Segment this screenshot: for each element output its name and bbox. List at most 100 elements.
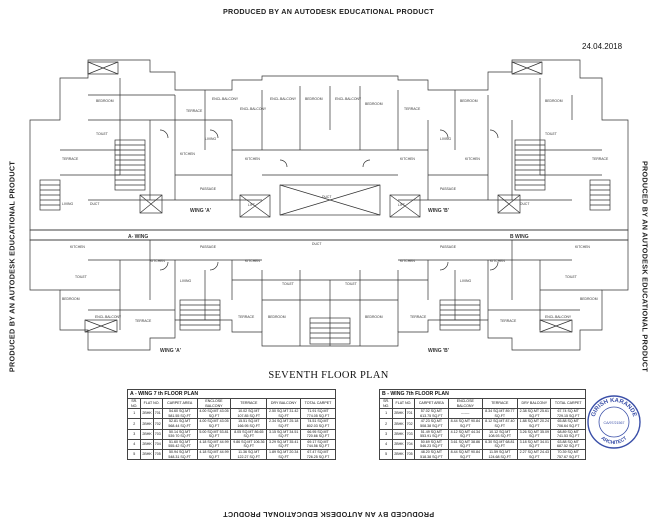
plan-label: PASSAGE [200,245,217,249]
table-cell: 66.95 SQ.MT 720.66 SQ.FT [300,428,336,440]
plan-label: KITCHEN [575,245,590,249]
area-table-a-wing: A - WING 7 th FLOOR PLAN SR. NO. FLAT NO… [126,389,336,461]
wing-b-label: B WING [510,234,529,240]
table-cell: 2BHK [140,428,154,440]
table-cell: 50.94 SQ.MT 548.31 SQ.FT [161,448,198,461]
table-cell: 3.26 SQ.MT 35.09 SQ.FT [517,428,552,440]
table-cell: 4.00 SQ.MT 43.05 SQ.FT [196,418,232,430]
plan-label: DUCT [90,202,99,206]
plan-label: TERRACE [135,319,152,323]
plan-label: ENCL.BALCONY [335,97,362,101]
seal-center-text: CA/97/21567 [604,421,625,425]
plan-label: LIVING [62,202,73,206]
staircase-far-right [589,179,611,211]
plan-label: ENCL.BALCONY [270,97,297,101]
table-b-title: B - WING 7th FLOOR PLAN [379,389,586,398]
plan-title: SEVENTH FLOOR PLAN [268,370,389,381]
table-cell: 1 [126,408,142,420]
table-cell: 701 [404,408,415,420]
wing-a-bottom-label: WING 'A' [160,348,181,354]
table-cell: 2.27 SQ.MT 24.43 SQ.FT [517,448,552,461]
plan-label: BEDROOM [268,315,286,319]
watermark-top: PRODUCED BY AN AUTODESK EDUCATIONAL PROD… [222,7,435,16]
table-cell: 10.02 SQ.MT 107.85 SQ.FT [230,408,268,420]
table-b-header-row: SR. NO. FLAT NO. CARPET AREA ENCLOSE BAL… [378,397,586,410]
table-cell: 51.60 SQ.MT 555.42 SQ.FT [161,438,198,450]
plan-label: TERRACE [62,157,79,161]
table-cell: 2.50 SQ.MT 31.42 SQ.FT [266,408,302,420]
plan-label: KITCHEN [180,152,195,156]
plan-label: KITCHEN [465,157,480,161]
floor-plan-drawing: BEDROOM TOILET TERRACE LIVING TERRACE EN… [29,59,629,354]
table-cell: 705 [404,448,415,461]
plan-label: DUCT [520,202,529,206]
table-cell: 15.51 SQ.MT 166.95 SQ.FT [230,418,268,430]
plan-outline-lower [29,239,629,351]
wing-a-top-label: WING 'A' [190,208,211,214]
table-cell: 1.89 SQ.MT 20.34 SQ.FT [266,448,302,461]
table-cell: 8.12 SQ.MT 87.40 SQ.FT [481,418,519,430]
plan-label: TERRACE [410,315,427,319]
plan-outline-upper [29,59,629,231]
lower-partitions [60,240,602,346]
header-cell: TERRACE [481,397,519,410]
plan-label: TOILET [565,275,577,279]
table-cell: 8.05 SQ.MT 86.65 SQ.FT [230,428,268,440]
central-corridor [29,229,629,241]
header-cell: ENCLOSE BALCONY [196,397,232,410]
table-a-title: A - WING 7 th FLOOR PLAN [127,389,336,398]
table-cell: 2BHK [392,428,406,440]
plan-label: BEDROOM [460,99,478,103]
plan-label: TERRACE [186,109,203,113]
plan-label: KITCHEN [150,259,165,263]
table-cell: 2BHK [392,418,406,430]
table-cell: 8.44 SQ.MT 90.84 SQ.FT [448,418,483,430]
table-cell: 4.00 SQ.MT 43.05 SQ.FT [196,408,232,420]
table-cell: 705 [152,448,163,461]
plan-label: KITCHEN [490,259,505,263]
table-cell: 8.34 SQ.MT 89.77 SQ.FT [481,408,519,420]
header-cell: DRY BALCONY [517,397,552,410]
table-cell: 3 [126,428,142,440]
table-cell: 67.74 SQ.MT 729.15 SQ.FT [550,408,586,420]
table-cell: 71.91 SQ.MT 774.05 SQ.FT [300,408,336,420]
table-cell: 52.81 SQ.MT 568.44 SQ.FT [161,418,198,430]
table-cell: 2.34 SQ.MT 25.18 SQ.FT [266,418,302,430]
plan-label: PASSAGE [440,187,457,191]
plan-label: KITCHEN [245,157,260,161]
plan-label: LIVING [205,137,216,141]
table-cell: 3.18 SQ.MT 34.01 SQ.FT [517,438,552,450]
staircase-left-lower [179,299,221,331]
plan-label: PASSAGE [200,187,217,191]
header-cell: SR. NO. [126,397,142,410]
header-cell: TOTAL CARPET [300,397,336,410]
staircase-far-left [39,179,61,211]
header-cell: TOTAL CARPET [550,397,586,410]
table-cell: 9.86 SQ.MT 106.36 SQ.FT [230,438,268,450]
header-cell: SR. NO. [378,397,394,410]
table-cell: 4 [378,438,394,450]
plan-label: DUCT [312,242,321,246]
plan-label: ENCL.BALCONY [95,315,122,319]
table-cell: 2 [126,418,142,430]
table-cell: 69.17 SQ.MT 744.56 SQ.FT [300,438,336,450]
table-cell: 63.88 SQ.MT 687.52 SQ.FT [550,438,586,450]
plan-label: TOILET [75,275,87,279]
table-cell: 2BHK [140,438,154,450]
table-cell: 2.38 SQ.MT 25.61 SQ.FT [517,408,552,420]
plan-label: LIFT [248,203,255,207]
seal-bottom-text: ARCHITECT [600,435,629,446]
table-cell: 1 [378,408,394,420]
plan-label: TERRACE [404,107,421,111]
table-cell: 4.12 SQ.MT 44.34 SQ.FT [448,428,483,440]
table-cell: 50.14 SQ.MT 539.70 SQ.FT [161,428,198,440]
plan-label: TOILET [545,132,557,136]
header-cell: FLAT NO. [392,397,415,410]
svg-text:ARCHITECT: ARCHITECT [600,435,629,446]
table-cell: 54.60 SQ.MT 581.55 SQ.FT [161,408,198,420]
